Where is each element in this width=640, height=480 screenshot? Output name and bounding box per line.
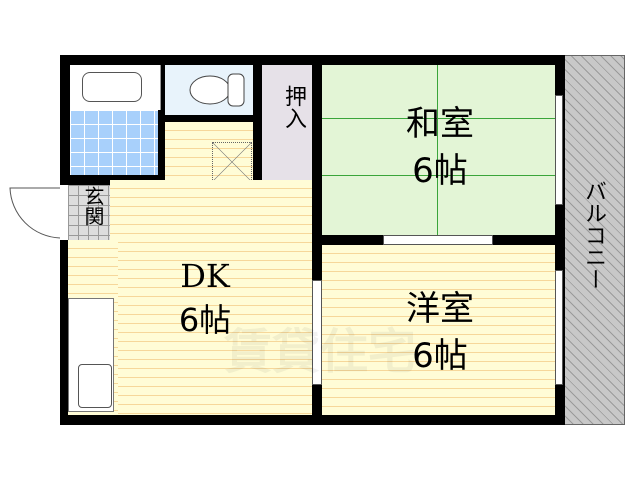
balcony [563, 55, 625, 425]
window-youshitsu [555, 270, 563, 385]
youshitsu-size: 6帖 [412, 336, 468, 376]
storage-hatch [212, 142, 252, 182]
sliding-door-dk-youshitsu [312, 280, 322, 385]
youshitsu-name: 洋室 [406, 289, 474, 329]
sink-icon [78, 364, 112, 408]
entrance-door-gap [60, 185, 68, 240]
washitsu-size: 6帖 [412, 151, 468, 191]
bath-tile [70, 110, 158, 175]
washitsu-name: 和室 [406, 104, 474, 144]
washitsu-room [322, 65, 555, 235]
kitchen-counter [68, 298, 114, 412]
closet [262, 65, 312, 180]
youshitsu-room [322, 245, 555, 415]
entrance-label: 玄関 [81, 186, 105, 226]
dk-size: 6帖 [178, 301, 232, 339]
toilet-icon [189, 73, 245, 107]
closet-label: 押入 [281, 85, 306, 129]
watermark: 賃貸住宅 [223, 324, 416, 380]
entrance-door-swing [9, 187, 61, 239]
window-washitsu [555, 95, 563, 205]
balcony-label: バルコニー [581, 180, 606, 290]
dk-room [110, 180, 312, 415]
sliding-door-washitsu-youshitsu [383, 235, 493, 245]
bathtub-icon [82, 72, 142, 102]
entrance [68, 185, 110, 240]
dk-name: DK [180, 257, 230, 295]
